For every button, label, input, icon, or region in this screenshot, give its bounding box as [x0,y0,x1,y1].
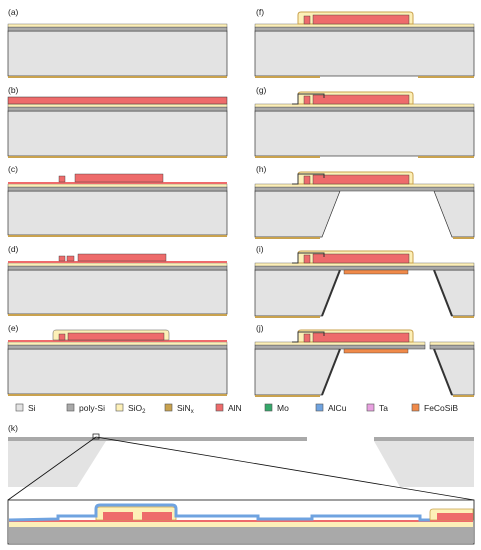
legend-swatch [315,403,324,412]
panel-label-e: (e) [8,323,19,333]
legend-swatch [115,403,124,412]
panel-g-stack [254,91,475,158]
legend-label: Si [28,403,36,413]
panel-label-c: (c) [8,164,18,174]
panel-i-stack [254,250,475,318]
legend-item-ta: Ta [366,403,388,413]
panel-label-f: (f) [256,7,264,17]
panel-k-zoom-detail [7,499,475,545]
legend-label: poly-Si [79,403,105,413]
legend-label: SiO2 [128,403,146,415]
legend-label: AlN [228,403,242,413]
panel-label-b: (b) [8,85,19,95]
legend-label: FeCoSiB [424,403,458,413]
legend-swatch [366,403,375,412]
legend-item-fecosib: FeCoSiB [411,403,458,413]
panel-b-stack [7,96,228,158]
legend-item-aln: AlN [215,403,242,413]
panel-label-k: (k) [8,423,18,433]
legend-item-poly-si: poly-Si [66,403,105,413]
panel-j-stack [254,329,475,397]
legend-swatch [215,403,224,412]
legend-item-sio2: SiO2 [115,403,146,415]
panel-label-g: (g) [256,85,267,95]
legend-item-si: Si [15,403,36,413]
legend-item-sinx: SiNx [164,403,194,415]
legend-swatch [164,403,173,412]
panel-label-j: (j) [256,323,264,333]
legend-label: Mo [277,403,289,413]
legend-swatch [15,403,24,412]
panel-label-i: (i) [256,244,264,254]
legend: Si poly-Si SiO2 SiNx AlN Mo AlCu Ta [15,403,458,415]
legend-swatch [264,403,273,412]
panel-h-stack [254,171,475,239]
legend-label: SiNx [177,403,194,415]
panel-f-stack [254,11,475,78]
panel-a-stack [7,23,228,78]
legend-item-alcu: AlCu [315,403,347,413]
panel-c-stack [7,173,228,237]
legend-label: AlCu [328,403,347,413]
legend-swatch [66,403,75,412]
panel-label-a: (a) [8,7,19,17]
panel-label-d: (d) [8,244,19,254]
legend-label: Ta [379,403,388,413]
legend-swatch [411,403,420,412]
panel-k-overview [7,433,475,501]
legend-item-mo: Mo [264,403,289,413]
panel-label-h: (h) [256,164,267,174]
panel-d-stack [7,253,228,316]
panel-e-stack [7,329,228,396]
